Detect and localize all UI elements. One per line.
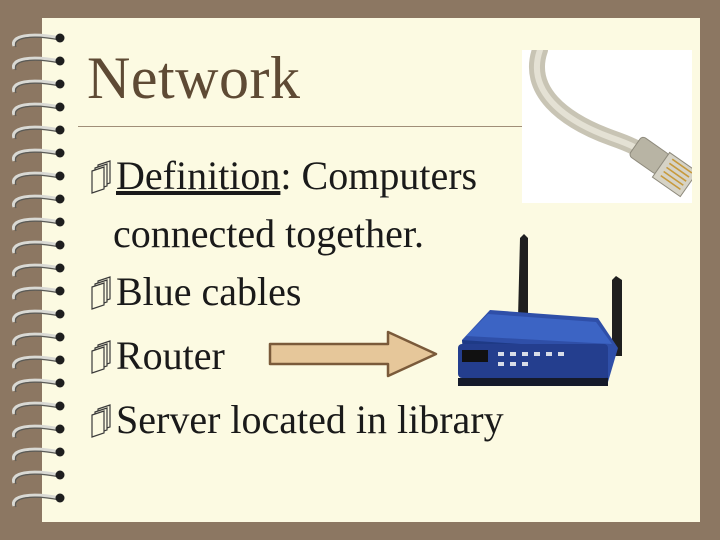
binding-hole <box>55 286 65 296</box>
binding-hole <box>55 493 65 503</box>
spiral-ring-shadow <box>14 82 61 94</box>
spiral-binding <box>12 33 65 508</box>
binding-hole <box>55 424 65 434</box>
binding-hole <box>55 355 65 365</box>
wireless-router-photo <box>458 234 622 386</box>
spiral-ring-shadow <box>14 289 61 301</box>
spiral-ring-shadow <box>14 473 61 485</box>
spiral-ring-shadow <box>14 450 61 462</box>
bullet-definition-text: : Computers <box>280 153 478 198</box>
binding-hole <box>55 56 65 66</box>
stacked-pages-icon <box>91 276 111 310</box>
stacked-pages-icon <box>91 340 111 374</box>
spiral-ring <box>12 401 61 415</box>
spiral-ring <box>12 332 61 346</box>
spiral-ring-shadow <box>14 197 61 209</box>
spiral-ring <box>12 286 61 300</box>
spiral-ring-shadow <box>14 243 61 255</box>
spiral-ring <box>12 102 61 116</box>
title-divider <box>78 126 688 127</box>
spiral-ring-shadow <box>14 151 61 163</box>
binding-hole <box>55 470 65 480</box>
spiral-ring-shadow <box>14 312 61 324</box>
spiral-ring <box>12 79 61 93</box>
spiral-ring <box>12 470 61 484</box>
spiral-ring <box>12 171 61 185</box>
spiral-ring-shadow <box>14 174 61 186</box>
spiral-ring-shadow <box>14 105 61 117</box>
binding-hole <box>55 33 65 43</box>
spiral-ring-shadow <box>14 266 61 278</box>
binding-hole <box>55 447 65 457</box>
stacked-pages-icon <box>91 404 111 438</box>
spiral-ring-shadow <box>14 220 61 232</box>
spiral-ring <box>12 447 61 461</box>
stacked-pages-icon <box>91 160 111 194</box>
spiral-ring <box>12 148 61 162</box>
binding-hole <box>55 171 65 181</box>
bullet-definition: Definition: Computers <box>88 156 477 196</box>
spiral-ring <box>12 355 61 369</box>
binding-hole <box>55 194 65 204</box>
bullet-router-text: Router <box>116 333 225 378</box>
spiral-ring-shadow <box>14 128 61 140</box>
spiral-ring <box>12 263 61 277</box>
spiral-ring <box>12 125 61 139</box>
binding-hole <box>55 263 65 273</box>
spiral-ring-shadow <box>14 335 61 347</box>
spiral-ring-shadow <box>14 36 61 48</box>
spiral-ring-shadow <box>14 59 61 71</box>
binding-hole <box>55 309 65 319</box>
spiral-ring <box>12 493 61 507</box>
spiral-ring-shadow <box>14 404 61 416</box>
spiral-ring-shadow <box>14 381 61 393</box>
bullet-blue-cables-text: Blue cables <box>116 269 302 314</box>
ethernet-cable-photo <box>522 50 692 203</box>
right-arrow-icon <box>268 330 438 378</box>
spiral-ring-shadow <box>14 358 61 370</box>
bullet-router: Router <box>88 336 225 376</box>
spiral-ring <box>12 56 61 70</box>
bullet-definition-label: Definition <box>116 153 281 198</box>
spiral-ring <box>12 378 61 392</box>
binding-hole <box>55 217 65 227</box>
spiral-ring-shadow <box>14 496 61 508</box>
binding-hole <box>55 401 65 411</box>
binding-hole <box>55 378 65 388</box>
bullet-definition-continuation: connected together. <box>113 211 424 256</box>
spiral-ring <box>12 424 61 438</box>
spiral-ring <box>12 309 61 323</box>
spiral-ring <box>12 217 61 231</box>
spiral-ring <box>12 194 61 208</box>
bullet-server-text: Server located in library <box>116 397 504 442</box>
binding-hole <box>55 148 65 158</box>
binding-hole <box>55 79 65 89</box>
spiral-ring <box>12 240 61 254</box>
spiral-ring-shadow <box>14 427 61 439</box>
binding-hole <box>55 240 65 250</box>
binding-hole <box>55 332 65 342</box>
slide-title: Network <box>87 45 301 111</box>
binding-hole <box>55 102 65 112</box>
spiral-ring <box>12 33 61 47</box>
bullet-blue-cables: Blue cables <box>88 272 302 312</box>
bullet-server: Server located in library <box>88 400 504 440</box>
binding-hole <box>55 125 65 135</box>
